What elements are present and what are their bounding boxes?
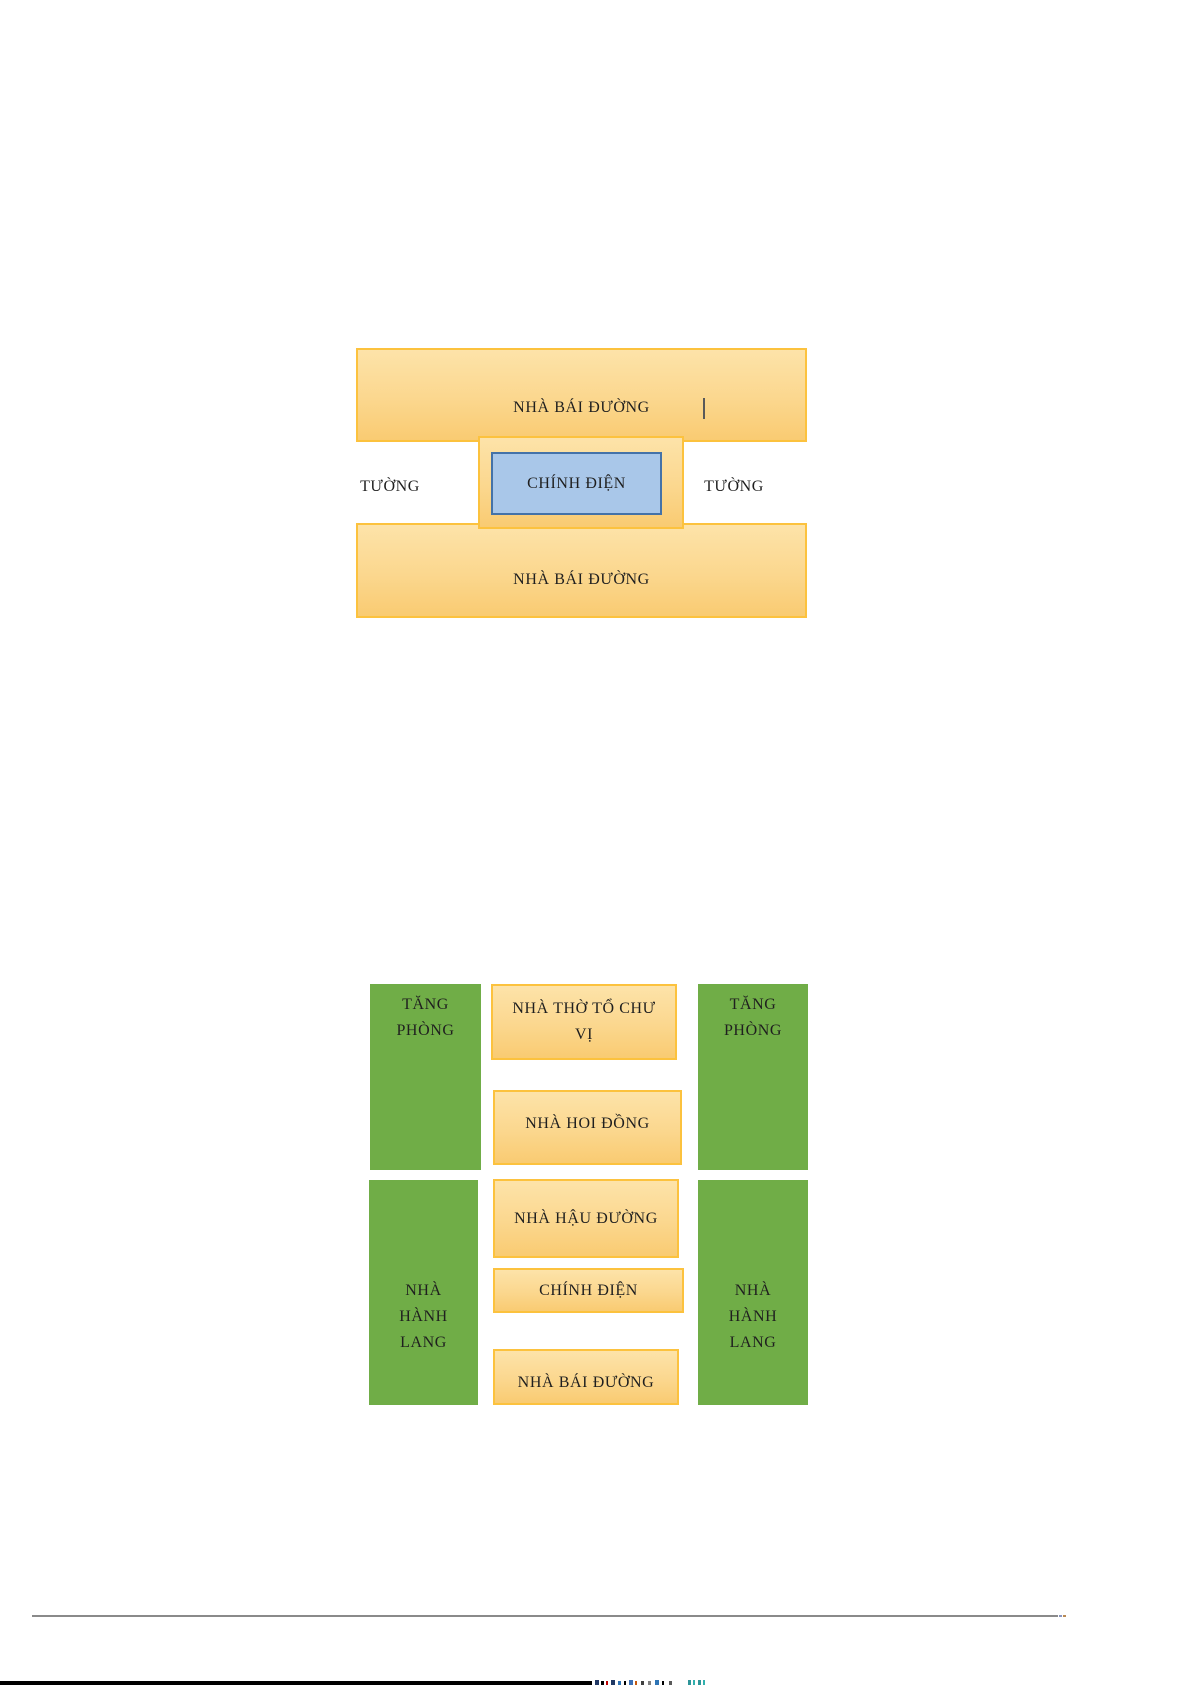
cutoff-text-fragment (601, 1681, 604, 1685)
shape-chinh-dien[interactable]: CHÍNH ĐIỆN (491, 452, 662, 515)
shape-tang-phong-right[interactable]: TĂNG PHÒNG (698, 984, 808, 1170)
shape-nha-bai-duong-bottom[interactable]: NHÀ BÁI ĐƯỜNG (356, 523, 807, 618)
shape-label: CHÍNH ĐIỆN (539, 1281, 638, 1299)
text-cursor (703, 398, 705, 419)
shape-label: CHÍNH ĐIỆN (527, 474, 626, 492)
shape-chinh-dien-frame[interactable]: CHÍNH ĐIỆN (478, 436, 684, 529)
shape-nha-hanh-lang-right[interactable]: NHÀ HÀNH LANG (698, 1180, 808, 1405)
cutoff-text-fragment (595, 1680, 599, 1685)
cutoff-text-fragment (641, 1681, 644, 1685)
cutoff-text-fragment (703, 1680, 705, 1685)
shape-label-line: PHÒNG (723, 1022, 783, 1039)
cutoff-text-fragment (648, 1681, 651, 1685)
shape-nha-hanh-lang-left[interactable]: NHÀ HÀNH LANG (369, 1180, 478, 1405)
shape-label: NHÀ BÁI ĐƯỜNG (517, 1374, 655, 1391)
shape-nha-bai-duong-2[interactable]: NHÀ BÁI ĐƯỜNG (493, 1349, 679, 1405)
divider-end-mark (1063, 1615, 1066, 1617)
shape-label-line: TĂNG (729, 996, 777, 1013)
cutoff-text-fragment (698, 1680, 701, 1685)
shape-label: NHÀ BÁI ĐƯỜNG (513, 399, 650, 416)
shape-label-line: NHÀ (734, 1282, 772, 1299)
shape-label: NHÀ HOI ĐỒNG (525, 1114, 650, 1132)
cutoff-text-fragment (688, 1680, 691, 1685)
cutoff-text-fragment (655, 1680, 659, 1685)
cutoff-text-fragment (611, 1680, 615, 1685)
shape-label-line: VỊ (574, 1026, 594, 1043)
shape-chinh-dien-2[interactable]: CHÍNH ĐIỆN (493, 1268, 684, 1313)
cutoff-text-fragment (629, 1680, 633, 1685)
cutoff-text-fragment (618, 1681, 621, 1685)
shape-nha-bai-duong-top[interactable]: NHÀ BÁI ĐƯỜNG (356, 348, 807, 442)
cutoff-text-fragment (662, 1681, 664, 1685)
label-tuong-right: TƯỜNG (704, 478, 764, 495)
shape-nha-hoi-dong[interactable]: NHÀ HOI ĐỒNG (493, 1090, 682, 1165)
divider-end-mark (1059, 1615, 1062, 1617)
cutoff-text-fragment (693, 1680, 695, 1685)
cutoff-text-fragment (669, 1681, 672, 1685)
shape-label: NHÀ HẬU ĐƯỜNG (514, 1209, 658, 1227)
shape-label-line: LANG (729, 1334, 777, 1351)
shape-nha-tho-to-chu-vi[interactable]: NHÀ THỜ TỔ CHƯ VỊ (491, 984, 677, 1060)
shape-nha-hau-duong[interactable]: NHÀ HẬU ĐƯỜNG (493, 1179, 679, 1258)
shape-label-line: LANG (400, 1334, 447, 1351)
shape-label: NHÀ BÁI ĐƯỜNG (513, 571, 650, 588)
shape-label-line: PHÒNG (396, 1022, 455, 1039)
shape-label-line: TĂNG (402, 996, 449, 1013)
shape-tang-phong-left[interactable]: TĂNG PHÒNG (370, 984, 481, 1170)
cutoff-text-fragment (606, 1681, 608, 1685)
page-divider-line (32, 1615, 1058, 1617)
shape-label-line: HÀNH (399, 1308, 448, 1325)
shape-label-line: NHÀ THỜ TỔ CHƯ (512, 1000, 656, 1017)
shape-label-line: NHÀ (405, 1282, 442, 1299)
label-tuong-left: TƯỜNG (360, 478, 420, 495)
cutoff-black-bar (0, 1681, 592, 1685)
cutoff-text-fragment (624, 1681, 626, 1685)
cutoff-text-fragment (635, 1681, 637, 1685)
shape-label-line: HÀNH (728, 1308, 778, 1325)
